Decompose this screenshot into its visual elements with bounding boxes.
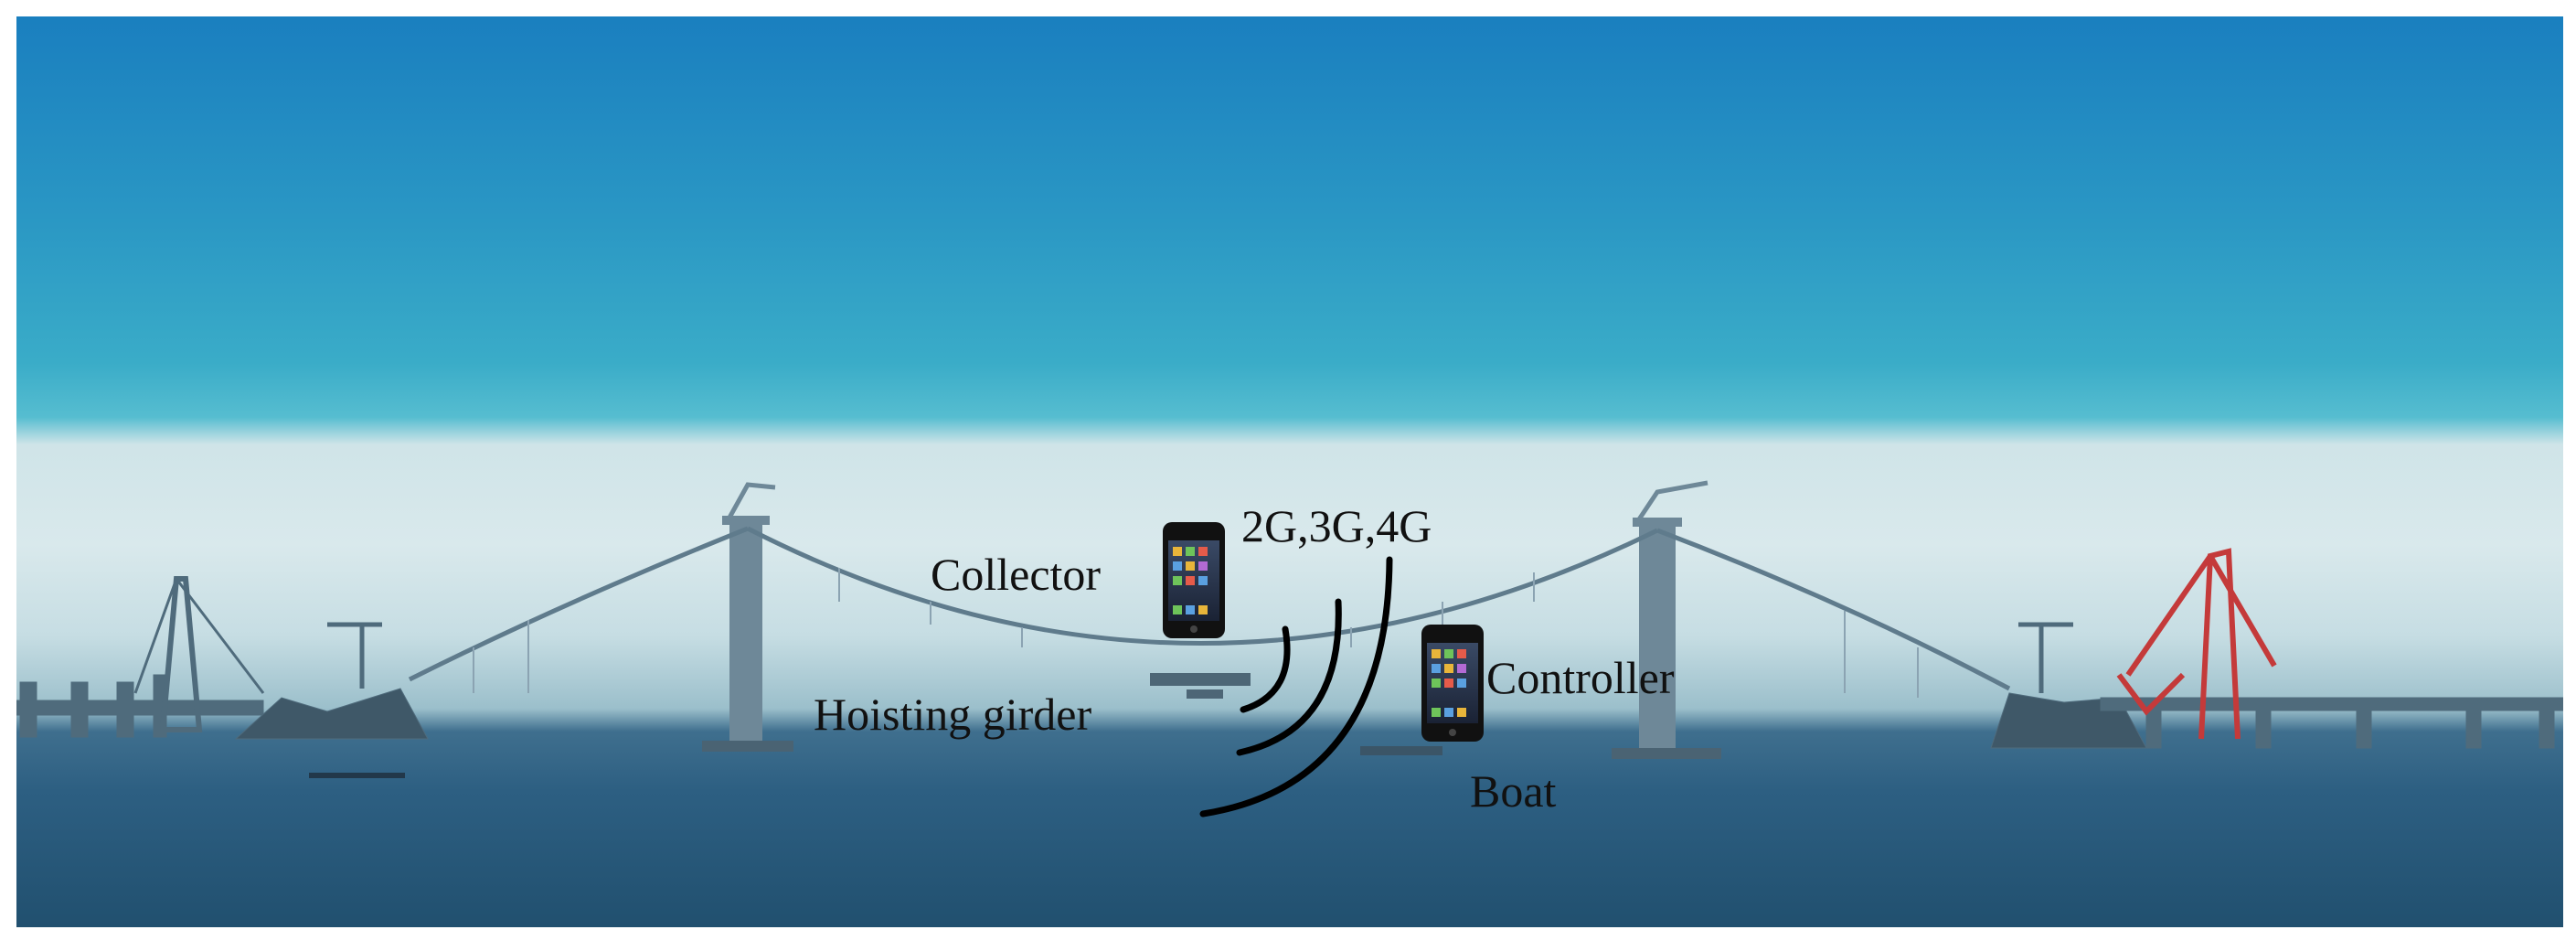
bridge-cables	[408, 526, 2011, 691]
right-tower	[1612, 480, 1721, 759]
phone-icon-controller	[1421, 625, 1484, 742]
phone-icon-collector	[1163, 522, 1225, 638]
small-boat	[309, 773, 405, 778]
collector-label: Collector	[931, 549, 1102, 600]
network-label: 2G,3G,4G	[1241, 500, 1432, 551]
red-crane	[2116, 548, 2277, 740]
bridge-hangers	[473, 568, 1919, 698]
hoisting-girder-label: Hoisting girder	[814, 689, 1092, 740]
signal-wave-icon	[1199, 556, 1393, 817]
work-boat	[1360, 746, 1442, 755]
left-shore-structure	[16, 576, 429, 740]
bridge-illustration	[16, 480, 2563, 817]
left-tower	[702, 482, 793, 752]
right-shore-structure	[1990, 548, 2563, 749]
boat-label: Boat	[1470, 765, 1557, 817]
bridge-photo: 2G,3G,4G Collector Controller Hoisting g…	[16, 16, 2563, 927]
hoisting-girder-segment	[1150, 673, 1251, 699]
controller-label: Controller	[1486, 652, 1675, 703]
